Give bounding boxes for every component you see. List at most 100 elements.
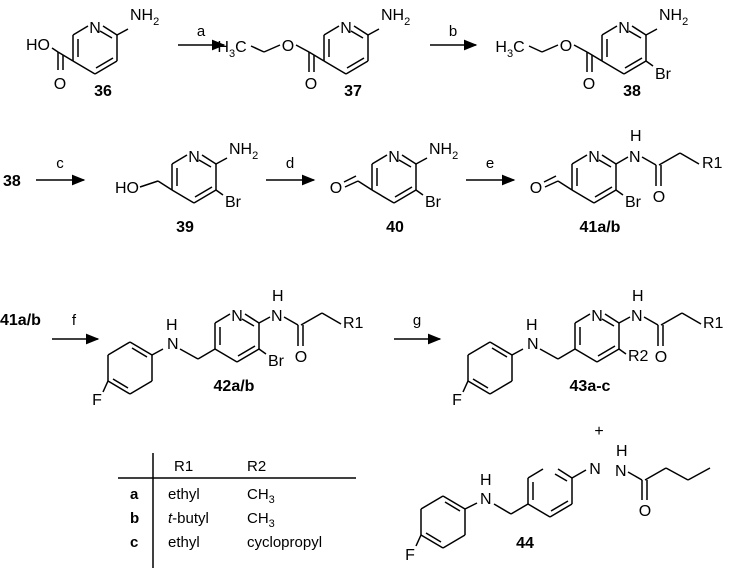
compound-44: F N H N N H O 44 bbox=[405, 443, 711, 564]
bromo-label: Br bbox=[225, 194, 242, 211]
step-label: c bbox=[56, 155, 64, 172]
compound-36: N NH2 HO O 36 bbox=[26, 7, 159, 100]
oxygen-label: O bbox=[653, 189, 665, 206]
compound-39: N NH2 Br HO 39 bbox=[115, 141, 258, 236]
atom-n: N bbox=[340, 20, 352, 37]
amino-label: NH2 bbox=[130, 7, 159, 28]
substituent-table: R1 R2 a ethyl CH3 b t-butyl CH3 c ethyl … bbox=[118, 453, 356, 568]
row-r2: CH3 bbox=[247, 510, 275, 530]
compound-38: N NH2 Br O H3C O 38 bbox=[495, 7, 688, 100]
bromo-label: Br bbox=[625, 194, 642, 211]
step-label: e bbox=[486, 155, 494, 172]
bromo-label: Br bbox=[655, 66, 672, 83]
step-label: a bbox=[197, 23, 206, 40]
hydroxyl-label: HO bbox=[115, 180, 139, 197]
r1-label: R1 bbox=[703, 315, 724, 332]
atom-n: N bbox=[231, 308, 243, 325]
oxygen-label: O bbox=[295, 349, 307, 366]
oxygen-label: O bbox=[583, 76, 595, 93]
step-label: b bbox=[449, 23, 457, 40]
r1-label: R1 bbox=[343, 315, 364, 332]
compound-44-label: 44 bbox=[516, 535, 534, 552]
r1-label: R1 bbox=[702, 155, 723, 172]
amino-label: NH2 bbox=[429, 141, 458, 162]
ester-oxygen: O bbox=[560, 38, 572, 55]
row-key: a bbox=[130, 486, 139, 503]
amide-h-label: H bbox=[632, 288, 644, 305]
reaction-step-b: b bbox=[430, 23, 478, 51]
aldehyde-oxygen: O bbox=[530, 180, 542, 197]
row3-start-label: 41a/b bbox=[0, 312, 41, 329]
amide-nh-label: N bbox=[631, 308, 643, 325]
oxygen-label: O bbox=[305, 76, 317, 93]
row-r1: ethyl bbox=[168, 534, 200, 551]
step-label: d bbox=[286, 155, 294, 172]
reaction-step-a: a bbox=[178, 23, 226, 51]
compound-36-label: 36 bbox=[94, 83, 112, 100]
amide-nh-label: N bbox=[615, 463, 627, 480]
table-header-r1: R1 bbox=[174, 458, 193, 475]
step-label: g bbox=[413, 312, 421, 329]
amide-nh-label: N bbox=[629, 149, 641, 166]
amide-h-label: H bbox=[616, 443, 628, 460]
bromo-label: Br bbox=[268, 353, 285, 370]
amide-h-label: H bbox=[630, 128, 642, 145]
r2-label: R2 bbox=[628, 348, 649, 365]
compound-41: N N H O R1 Br O 41a/b bbox=[530, 128, 723, 236]
reaction-step-d: d bbox=[266, 155, 316, 186]
amino-label: NH2 bbox=[229, 141, 258, 162]
row-r1: t-butyl bbox=[168, 510, 209, 527]
fluoro-label: F bbox=[92, 392, 102, 409]
compound-38-label: 38 bbox=[623, 83, 641, 100]
atom-n: N bbox=[589, 461, 601, 478]
row2-start-label: 38 bbox=[3, 173, 21, 190]
aldehyde-oxygen: O bbox=[330, 180, 342, 197]
fluoro-label: F bbox=[452, 392, 462, 409]
compound-40-label: 40 bbox=[386, 219, 404, 236]
step-label: f bbox=[72, 312, 77, 329]
compound-41-label: 41a/b bbox=[580, 219, 621, 236]
compound-39-label: 39 bbox=[176, 219, 194, 236]
ester-oxygen: O bbox=[282, 38, 294, 55]
bromo-label: Br bbox=[425, 194, 442, 211]
amine-n-label: N bbox=[527, 336, 539, 353]
amine-n-label: N bbox=[480, 491, 492, 508]
amine-h-label: H bbox=[166, 317, 178, 334]
oxygen-label: O bbox=[639, 503, 651, 520]
hydroxyl-label: HO bbox=[26, 37, 50, 54]
amine-h-label: H bbox=[480, 472, 492, 489]
compound-42: F N H N N H O R1 Br 42a/b bbox=[92, 288, 363, 409]
amino-label: NH2 bbox=[381, 7, 410, 28]
row-r2: cyclopropyl bbox=[247, 534, 322, 551]
amino-label: NH2 bbox=[659, 7, 688, 28]
atom-n: N bbox=[188, 149, 200, 166]
compound-37: N NH2 O H3C O 37 bbox=[217, 7, 410, 100]
plus-sign: + bbox=[594, 423, 603, 440]
table-header-r2: R2 bbox=[247, 458, 266, 475]
reaction-step-g: g bbox=[394, 312, 442, 345]
reaction-step-e: e bbox=[466, 155, 516, 186]
amide-nh-label: N bbox=[271, 308, 283, 325]
atom-n: N bbox=[388, 149, 400, 166]
fluoro-label: F bbox=[405, 547, 415, 564]
row-r1: ethyl bbox=[168, 486, 200, 503]
amine-h-label: H bbox=[526, 317, 538, 334]
row-key: c bbox=[130, 534, 138, 551]
reaction-step-c: c bbox=[36, 155, 86, 186]
atom-n: N bbox=[591, 308, 603, 325]
methyl-label: H3C bbox=[495, 39, 524, 60]
compound-43-label: 43a-c bbox=[570, 378, 611, 395]
atom-n: N bbox=[588, 149, 600, 166]
atom-n: N bbox=[89, 20, 101, 37]
compound-37-label: 37 bbox=[344, 83, 362, 100]
atom-n: N bbox=[618, 20, 630, 37]
amine-n-label: N bbox=[167, 336, 179, 353]
row-key: b bbox=[130, 510, 139, 527]
reaction-step-f: f bbox=[52, 312, 100, 345]
methyl-label: H3C bbox=[217, 39, 246, 60]
compound-43: F N H N N H O R1 R2 43a-c bbox=[452, 288, 723, 409]
table-row: a ethyl CH3 bbox=[130, 486, 275, 506]
oxygen-label: O bbox=[655, 349, 667, 366]
table-row: b t-butyl CH3 bbox=[130, 510, 275, 530]
oxygen-label: O bbox=[54, 76, 66, 93]
